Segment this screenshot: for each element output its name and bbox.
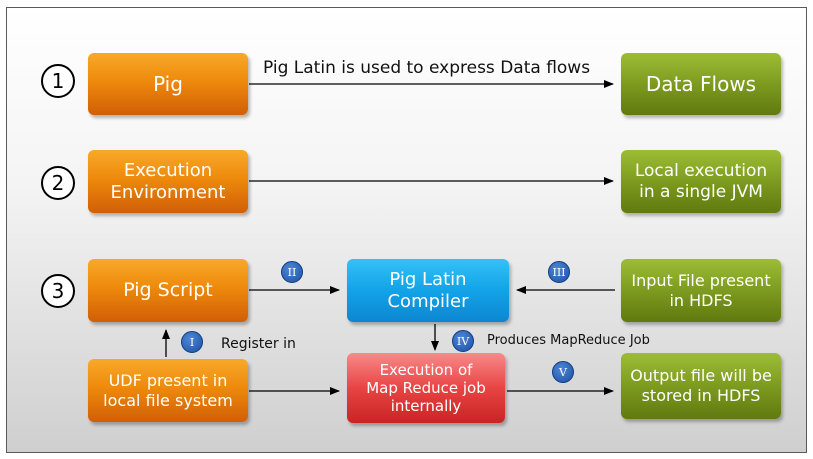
marker-iv: IV	[452, 330, 474, 352]
step-number-2: 2	[41, 166, 75, 200]
edge-label-produces-mapreduce: Produces MapReduce Job	[487, 333, 650, 348]
execution-environment-node: Execution Environment	[88, 150, 248, 213]
data-flows-node-label: Data Flows	[645, 71, 757, 96]
pig-latin-compiler-node-label: Pig Latin Compiler	[387, 268, 469, 312]
input-file-node-label: Input File present in HDFS	[631, 270, 771, 310]
marker-i: I	[181, 331, 203, 353]
pig-script-node: Pig Script	[88, 259, 248, 322]
output-file-node: Output file will be stored in HDFS	[621, 353, 781, 419]
local-execution-node: Local execution in a single JVM	[621, 150, 781, 213]
edge-label-pig-latin: Pig Latin is used to express Data flows	[263, 58, 591, 78]
data-flows-node: Data Flows	[621, 53, 781, 115]
execution-node-label: Execution of Map Reduce job internally	[366, 360, 486, 416]
local-execution-node-label: Local execution in a single JVM	[634, 160, 768, 202]
pig-script-node-label: Pig Script	[123, 278, 213, 301]
pig-node: Pig	[88, 53, 248, 115]
udf-node-label: UDF present in local file system	[103, 370, 233, 410]
output-file-node-label: Output file will be stored in HDFS	[630, 366, 772, 405]
execution-environment-node-label: Execution Environment	[110, 159, 226, 203]
input-file-node: Input File present in HDFS	[621, 259, 781, 322]
step-number-3: 3	[41, 274, 75, 308]
edge-label-register-in: Register in	[221, 336, 296, 352]
udf-node: UDF present in local file system	[88, 359, 248, 422]
execution-node: Execution of Map Reduce job internally	[347, 353, 505, 423]
marker-iii: III	[548, 261, 570, 283]
pig-node-label: Pig	[153, 71, 183, 96]
marker-ii: II	[281, 261, 303, 283]
step-number-1: 1	[41, 64, 75, 98]
pig-latin-compiler-node: Pig Latin Compiler	[347, 259, 509, 322]
marker-v: V	[552, 361, 574, 383]
